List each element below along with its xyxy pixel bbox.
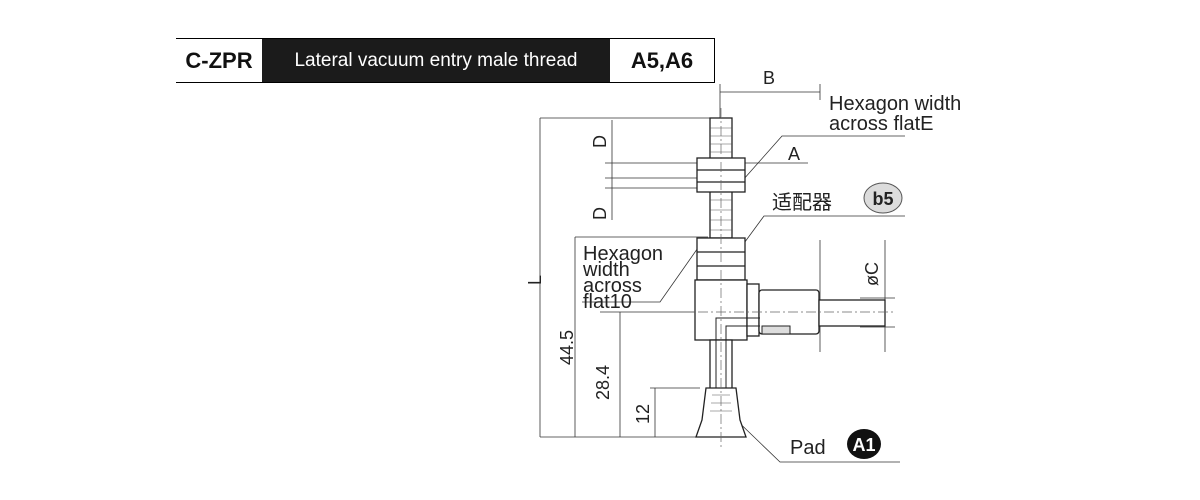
hex-mid-label-line4: flat10	[583, 291, 632, 313]
adapter-badge: b5	[863, 182, 903, 214]
dim-a-label: A	[788, 144, 800, 164]
dim-44-5-label: 44.5	[557, 330, 577, 365]
dim-d-lower-label: D	[590, 207, 610, 220]
pad-badge-text: A1	[852, 435, 875, 455]
hex-top-label-line1: Hexagon width	[829, 93, 961, 115]
dim-l-label: L	[525, 275, 545, 285]
fitting-body	[694, 117, 886, 438]
series-title: Lateral vacuum entry male thread	[262, 39, 610, 82]
hex-top-label-line2: across flatE	[829, 113, 933, 135]
dim-d-upper-label: D	[590, 135, 610, 148]
dimension-lines	[539, 84, 905, 463]
model-codes: A5,A6	[610, 39, 715, 82]
internal-passage	[715, 317, 791, 388]
dim-c-label: øC	[862, 262, 882, 286]
pad-badge: A1	[847, 429, 881, 459]
spec-header: C-ZPR Lateral vacuum entry male thread A…	[176, 38, 715, 83]
hex-mid-label-line2: width	[582, 259, 630, 281]
dim-12-label: 12	[633, 404, 653, 424]
hex-mid-label-line1: Hexagon	[583, 243, 663, 265]
adapter-badge-text: b5	[872, 189, 893, 209]
pad-label: Pad	[790, 437, 826, 459]
center-lines	[680, 108, 895, 448]
adapter-label: 适配器	[772, 191, 832, 214]
dim-b-label: B	[763, 68, 775, 88]
series-code: C-ZPR	[176, 39, 262, 82]
hex-mid-label-line3: across	[583, 275, 642, 297]
dim-28-4-label: 28.4	[593, 365, 613, 400]
